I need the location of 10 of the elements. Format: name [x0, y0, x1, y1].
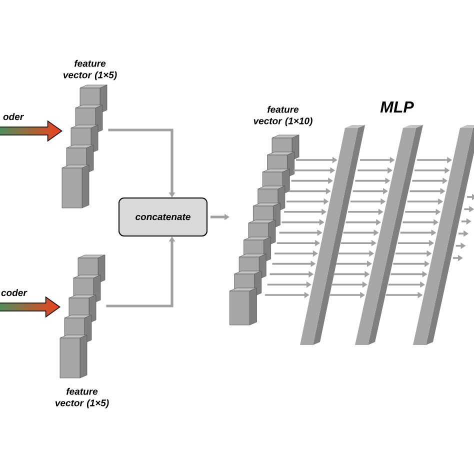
node-heading: feature vector (1×10) — [254, 106, 312, 126]
layer-group-title: MLP — [380, 102, 414, 112]
layer-bar — [355, 125, 423, 345]
node-heading: feature vector (1×5) — [63, 60, 117, 80]
layer-bar — [300, 125, 365, 345]
edge-label: oder — [3, 113, 24, 120]
node-heading: feature vector (1×5) — [55, 388, 109, 408]
edge-label: coder — [1, 289, 28, 296]
layer-bar — [413, 125, 474, 345]
process-box: concatenate — [118, 198, 208, 236]
